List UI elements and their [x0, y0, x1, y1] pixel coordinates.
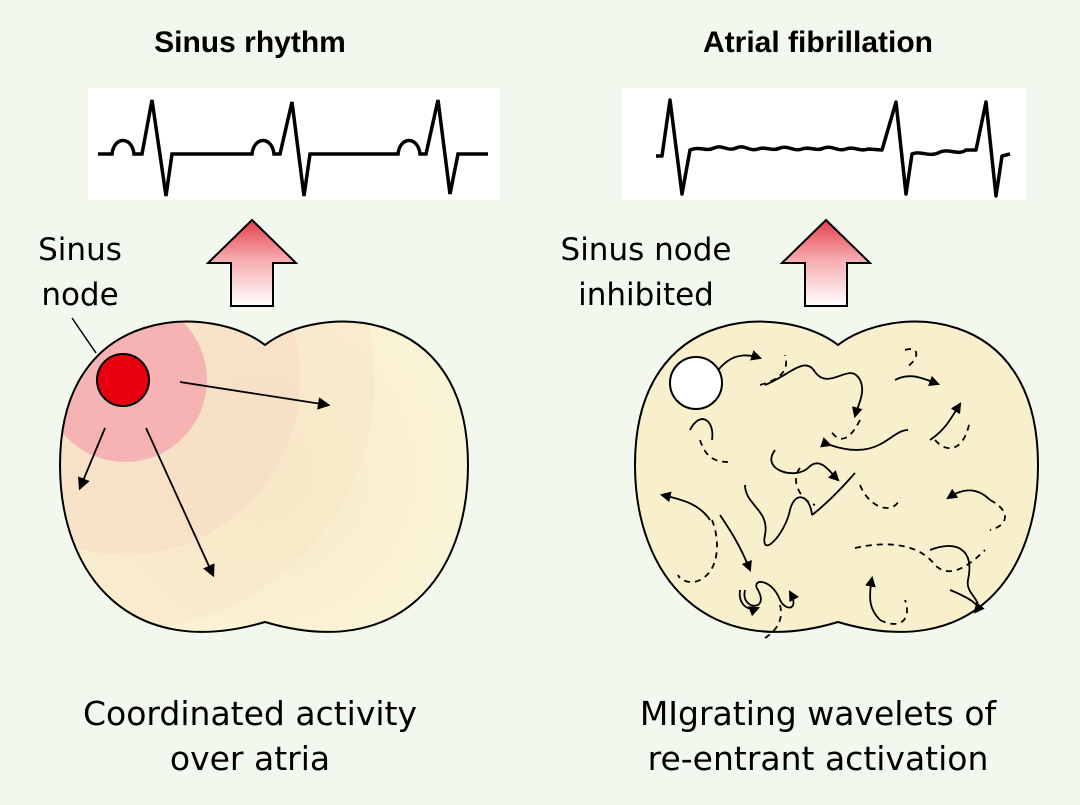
sinus-node-label-line1: Sinus: [38, 232, 122, 268]
af-up-arrow: [779, 218, 873, 307]
sinus-ecg-strip: [88, 88, 500, 200]
sinus-atria: [58, 320, 470, 633]
sinus-activation-arrows: [78, 381, 331, 578]
sinus-up-arrow: [205, 218, 299, 307]
sinus-node-pointer: [71, 317, 97, 354]
af-node-label-line1: Sinus node: [561, 232, 732, 268]
sinus-node-label-line2: node: [41, 277, 118, 313]
af-node-label-line2: inhibited: [578, 277, 714, 313]
af-caption-line1: MIgrating wavelets of: [640, 694, 998, 733]
af-ecg-strip: [622, 88, 1026, 200]
af-sinus-node-inhibited: [669, 356, 723, 410]
sinus-caption-line2: over atria: [170, 739, 330, 778]
sinus-caption-line1: Coordinated activity: [83, 694, 417, 733]
sinus-rhythm-title: Sinus rhythm: [154, 26, 346, 59]
sinus-node: [96, 353, 150, 407]
af-caption-line2: re-entrant activation: [648, 739, 989, 778]
af-title: Atrial fibrillation: [703, 26, 933, 59]
af-wavelets: [659, 348, 1006, 641]
